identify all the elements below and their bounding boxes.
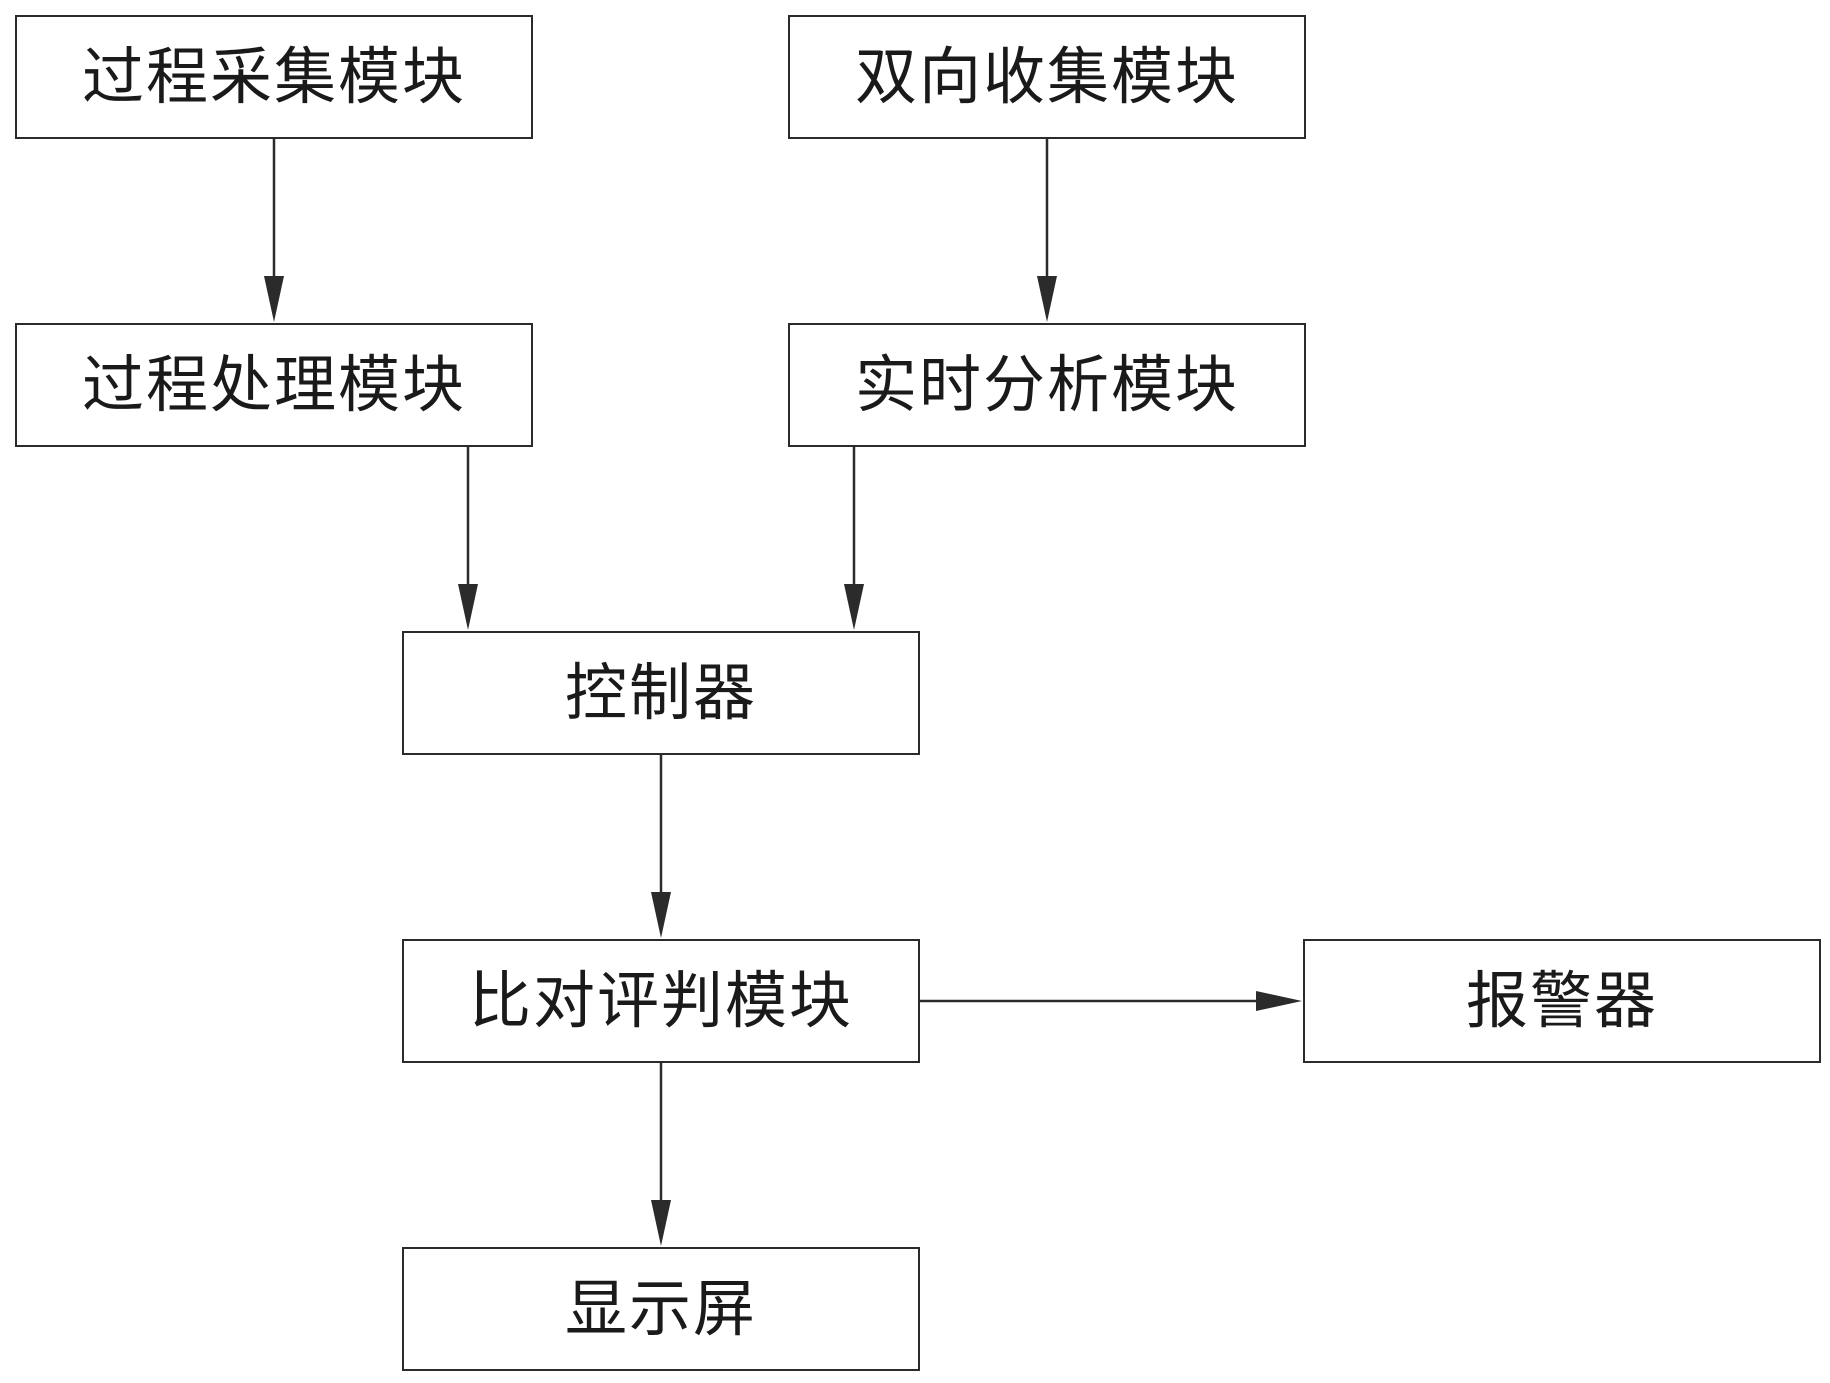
process-collection-module-label: 过程采集模块 bbox=[81, 40, 466, 113]
comparison-judgment-module-box: 比对评判模块 bbox=[402, 939, 920, 1063]
realtime-analysis-module-box: 实时分析模块 bbox=[788, 323, 1306, 447]
process-collection-module-box: 过程采集模块 bbox=[15, 15, 533, 139]
realtime-analysis-module-label: 实时分析模块 bbox=[854, 348, 1239, 421]
display-screen-box: 显示屏 bbox=[402, 1247, 920, 1371]
arrowhead-comparison-to-display bbox=[651, 1200, 671, 1246]
process-handling-module-label: 过程处理模块 bbox=[81, 348, 466, 421]
process-handling-module-box: 过程处理模块 bbox=[15, 323, 533, 447]
controller-box: 控制器 bbox=[402, 631, 920, 755]
comparison-judgment-module-label: 比对评判模块 bbox=[468, 964, 853, 1037]
arrowhead-bidirectional-to-realtime bbox=[1037, 276, 1057, 322]
arrowhead-handling-to-controller bbox=[458, 584, 478, 630]
arrowhead-realtime-to-controller bbox=[844, 584, 864, 630]
controller-label: 控制器 bbox=[564, 656, 757, 729]
alarm-box: 报警器 bbox=[1303, 939, 1821, 1063]
bidirectional-collection-module-box: 双向收集模块 bbox=[788, 15, 1306, 139]
arrowhead-collection-to-handling bbox=[264, 276, 284, 322]
alarm-label: 报警器 bbox=[1465, 964, 1658, 1037]
arrowhead-comparison-to-alarm bbox=[1256, 991, 1302, 1011]
display-screen-label: 显示屏 bbox=[564, 1272, 757, 1345]
arrowhead-controller-to-comparison bbox=[651, 892, 671, 938]
bidirectional-collection-module-label: 双向收集模块 bbox=[854, 40, 1239, 113]
